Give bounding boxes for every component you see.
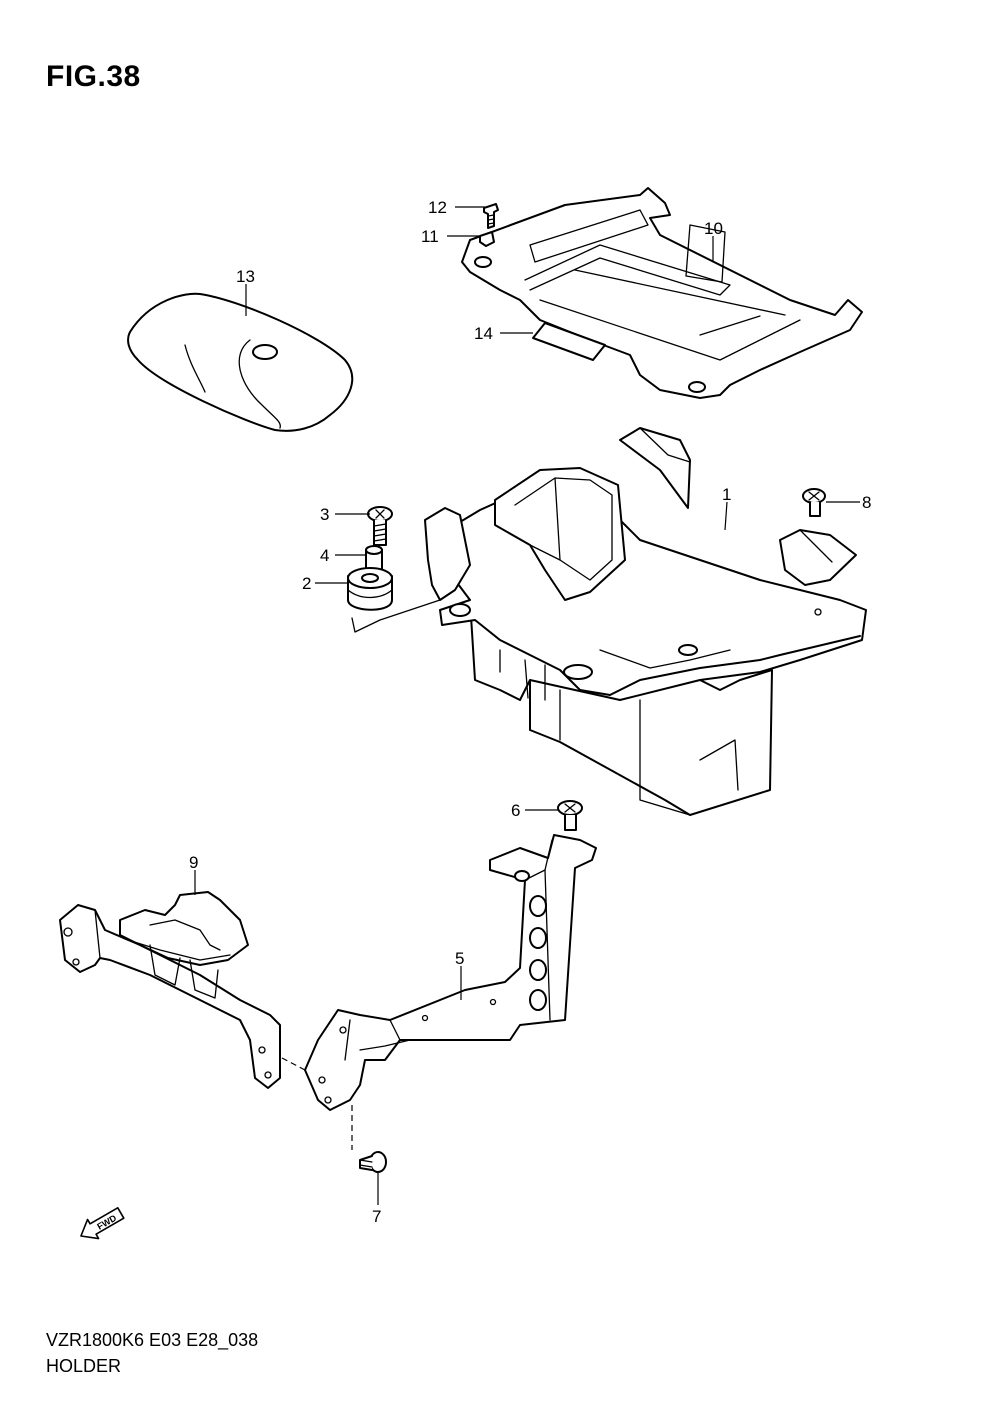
part-13-pad bbox=[127, 292, 354, 432]
fwd-arrow-icon: FWD bbox=[80, 1207, 125, 1240]
part-9-clamp-bracket bbox=[59, 891, 281, 1089]
part-11-clip-nut bbox=[479, 231, 495, 247]
grommet-mount-leader bbox=[351, 599, 441, 633]
model-code: VZR1800K6 E03 E28_038 bbox=[46, 1330, 259, 1350]
callout-6: 6 bbox=[511, 801, 520, 820]
figure-title: FIG.38 bbox=[46, 60, 141, 93]
part-14-label-sticker bbox=[532, 322, 606, 361]
callout-12: 12 bbox=[428, 198, 447, 217]
section-name: HOLDER bbox=[46, 1356, 122, 1376]
leader-lines bbox=[194, 206, 860, 1205]
part-7-screw bbox=[359, 1151, 387, 1173]
part-1-holder-tray bbox=[424, 427, 867, 816]
part-10-top-plate bbox=[461, 187, 863, 399]
mount-alignment-line bbox=[281, 1057, 306, 1071]
part-6-screw bbox=[557, 800, 583, 831]
callout-3: 3 bbox=[320, 505, 329, 524]
part-2-grommet bbox=[347, 567, 393, 611]
callout-1: 1 bbox=[722, 485, 731, 504]
part-3-bolt bbox=[367, 506, 393, 546]
callout-labels: 13 12 11 10 14 1 3 4 2 8 6 9 5 7 bbox=[189, 198, 871, 1226]
callout-9: 9 bbox=[189, 853, 198, 872]
part-12-screw bbox=[483, 203, 499, 229]
callout-4: 4 bbox=[320, 546, 329, 565]
part-5-bracket bbox=[304, 834, 597, 1111]
part-8-screw bbox=[802, 488, 826, 517]
callout-11: 11 bbox=[421, 227, 439, 246]
callout-2: 2 bbox=[302, 574, 311, 593]
callout-10: 10 bbox=[704, 219, 723, 238]
callout-13: 13 bbox=[236, 267, 255, 286]
callout-8: 8 bbox=[862, 493, 871, 512]
callout-7: 7 bbox=[372, 1207, 381, 1226]
callout-5: 5 bbox=[455, 949, 464, 968]
callout-14: 14 bbox=[474, 324, 493, 343]
